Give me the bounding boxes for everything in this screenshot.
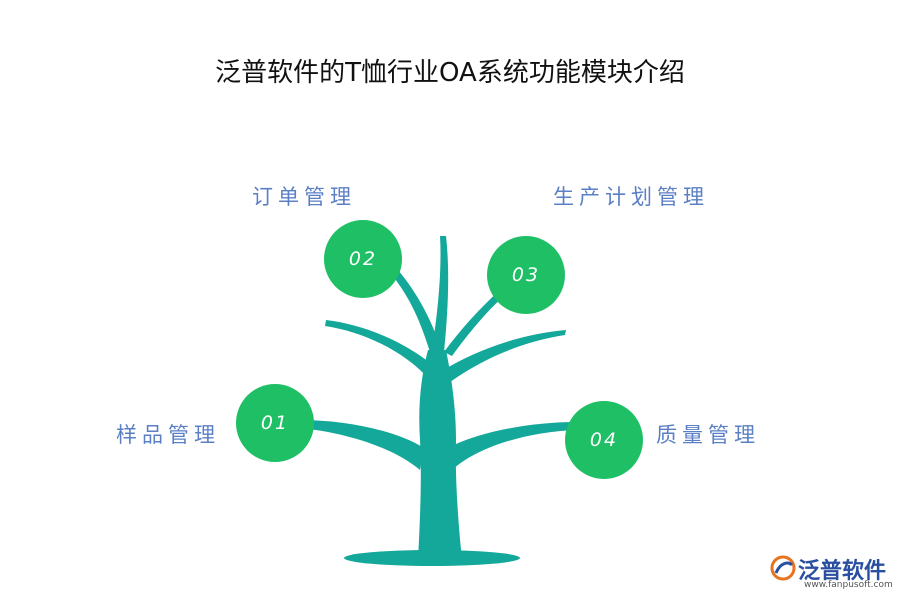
module-label-02: 订单管理 [252, 185, 356, 209]
branch-01 [300, 420, 424, 470]
branch-04 [448, 422, 576, 470]
branch-03 [444, 290, 504, 356]
module-node-01: 01 [236, 384, 314, 462]
tree-trunk [418, 350, 462, 560]
module-label-04: 质量管理 [656, 423, 760, 447]
module-node-04: 04 [565, 401, 643, 479]
branch-top [432, 236, 449, 352]
brand-mark-icon [770, 555, 796, 581]
brand-url: www.fanpusoft.com [804, 580, 893, 590]
branch-mid-left [325, 320, 436, 380]
module-label-01: 样品管理 [116, 423, 220, 447]
brand-name: 泛普软件 [798, 559, 887, 584]
module-node-03: 03 [487, 236, 565, 314]
brand-logo: 泛普软件 www.fanpusoft.com [770, 553, 895, 595]
module-node-02: 02 [324, 220, 402, 298]
module-label-03: 生产计划管理 [553, 185, 709, 209]
diagram-title: 泛普软件的T恤行业OA系统功能模块介绍 [215, 58, 685, 88]
branch-mid-right [440, 330, 566, 385]
branch-02 [392, 270, 440, 352]
